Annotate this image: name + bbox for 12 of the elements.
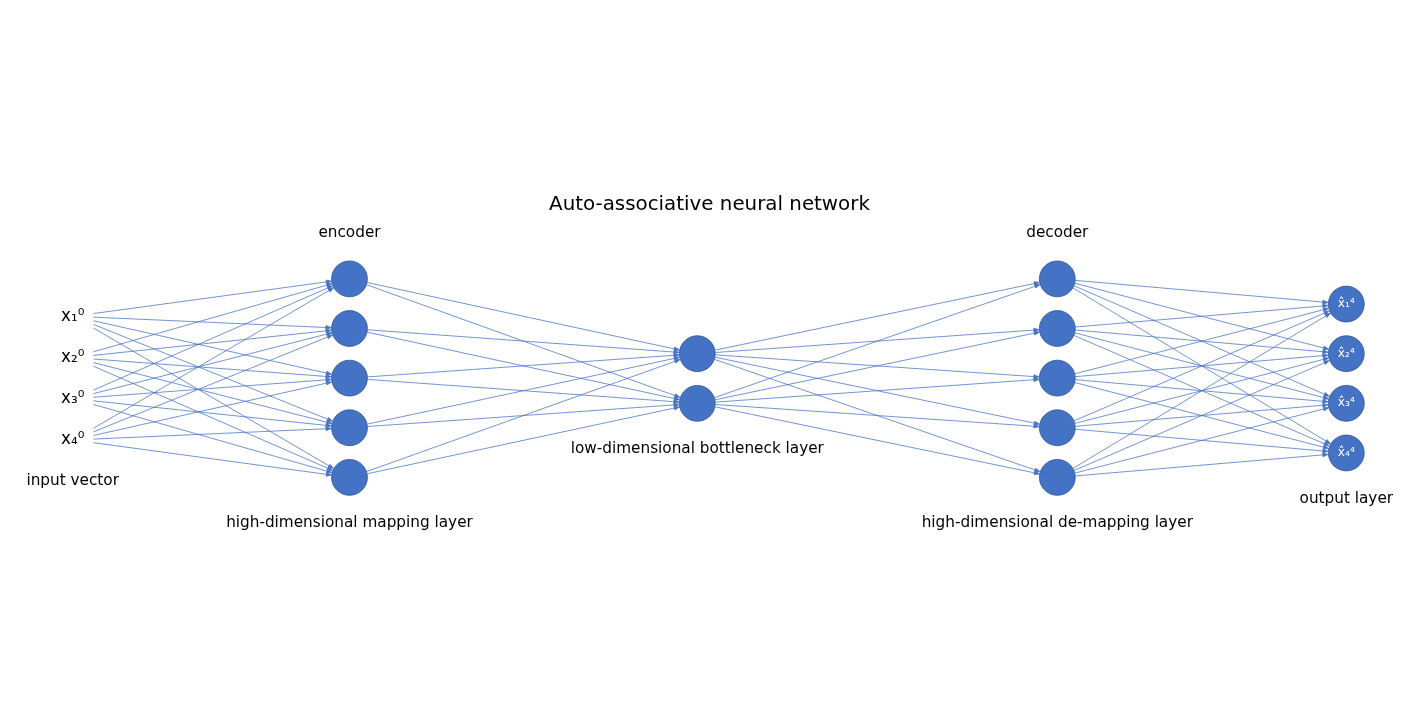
label: high-dimensional de-mapping layer [921,512,1193,531]
diagram-title: Auto-associative neural network [549,191,870,215]
node-text: x₃⁰ [61,386,85,407]
label: encoder [318,222,381,241]
node-text: x₄⁰ [61,427,85,448]
label: high-dimensional mapping layer [226,512,473,531]
node-text: x₁⁰ [61,304,85,325]
label: output layer [1299,488,1394,507]
label: low-dimensional bottleneck layer [570,438,824,457]
label: decoder [1026,222,1089,241]
node-text: x₂⁰ [61,345,85,366]
label: input vector [26,470,119,489]
